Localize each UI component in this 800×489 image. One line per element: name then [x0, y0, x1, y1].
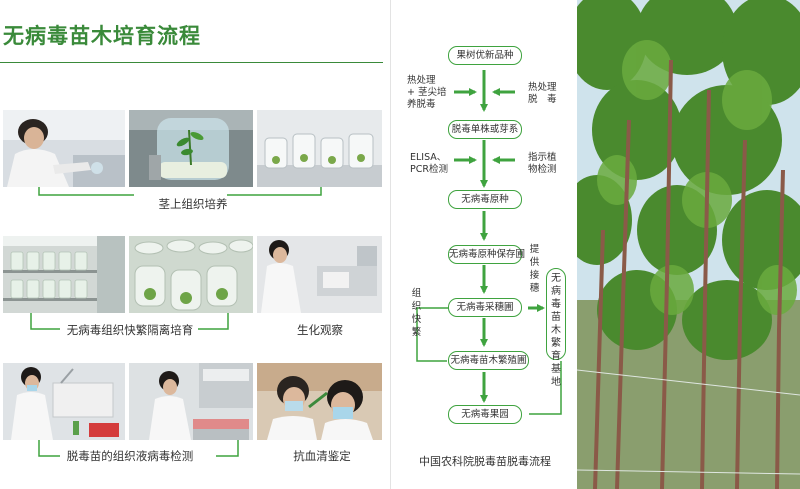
- caption-row3-left: 脱毒苗的组织液病毒检测: [66, 449, 194, 463]
- flow-box-stock: 无病毒原种: [448, 190, 522, 209]
- photo-culture-jars: [257, 110, 382, 187]
- bracket-row1: [38, 187, 322, 196]
- flow-label-indicator-plant: 指示植物检测: [528, 152, 557, 175]
- flow-box-virus-free-plant: 脱毒单株或芽系: [448, 120, 522, 139]
- flow-box-propagation-nursery: 无病毒苗木繁殖圃: [448, 351, 529, 370]
- flow-box-breeding-base: 无病毒苗木繁育基地: [546, 268, 566, 388]
- flow-box-scion-nursery: 无病毒采穗圃: [448, 298, 522, 317]
- photo-lab-worker-1: [3, 110, 125, 187]
- caption-row2-right: 生化观察: [297, 323, 343, 337]
- photo-plantlet-vessel: [129, 110, 253, 187]
- flow-box-stock-nursery: 无病毒原种保存圃: [448, 245, 525, 264]
- flow-caption: 中国农科院脱毒苗脱毒流程: [419, 455, 551, 468]
- bracket-row2: [30, 313, 229, 330]
- flow-label-rapid-propagation: 组织快繁: [411, 288, 422, 338]
- photo-shelf-cultures: [3, 236, 125, 313]
- flow-box-orchard: 无病毒果园: [448, 405, 522, 424]
- flow-label-supply-scions: 提供接穗: [529, 244, 540, 294]
- photo-biochem-worker: [257, 236, 382, 313]
- flow-label-heat-shoot-tip: 热处理+ 茎尖培养脱毒: [407, 75, 447, 110]
- photo-lab-bench: [129, 363, 253, 440]
- caption-row2-left: 无病毒组织快繁隔离培育: [66, 323, 194, 337]
- photo-nursery-trees: [577, 0, 800, 489]
- flow-box-cultivar: 果树优新品种: [448, 46, 522, 65]
- photo-virus-test-worker: [3, 363, 125, 440]
- flow-connectors: [416, 70, 562, 415]
- bracket-row3: [38, 440, 239, 457]
- page-title: 无病毒苗木培育流程: [3, 24, 201, 48]
- photo-antiserum-test: [257, 363, 382, 440]
- flow-label-heat-treatment: 热处理脱 毒: [528, 82, 557, 105]
- caption-row3-right: 抗血清鉴定: [293, 449, 351, 463]
- photo-jar-closeup: [129, 236, 253, 313]
- caption-row1: 茎上组织培养: [158, 197, 228, 211]
- flow-label-elisa-pcr: ELISA、PCR检测: [410, 152, 448, 175]
- title-divider: [0, 62, 383, 63]
- section-divider: [390, 0, 391, 489]
